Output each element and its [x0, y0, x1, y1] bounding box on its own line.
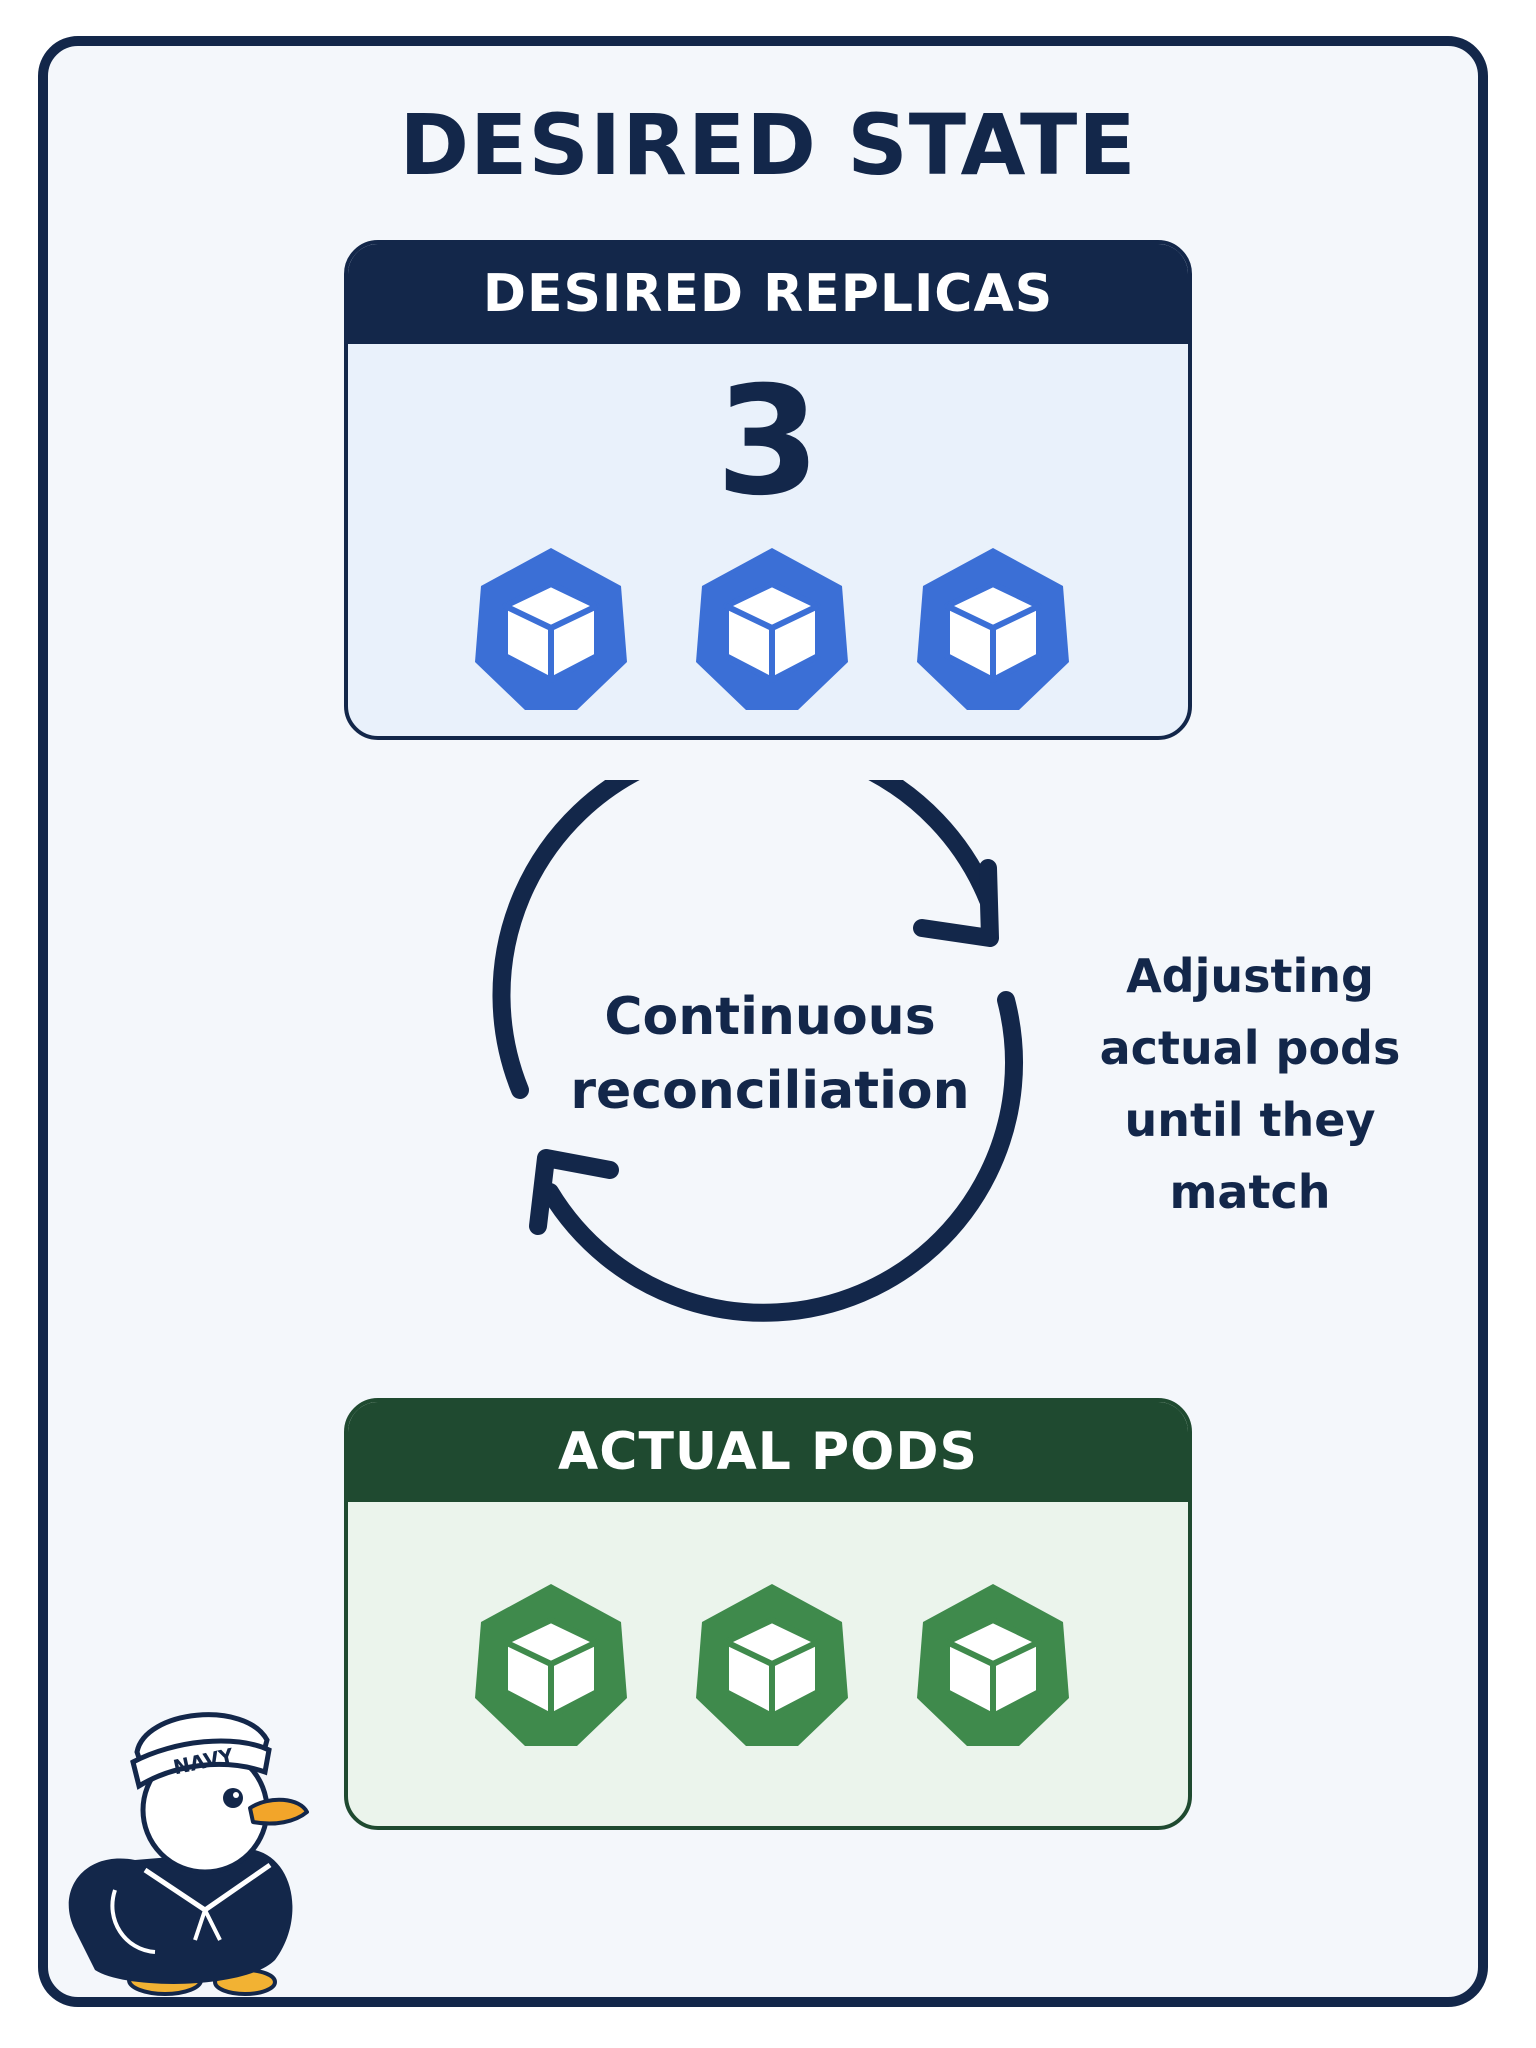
duck-eye: [223, 1788, 243, 1808]
cycle-arrowhead-bottom: [529, 1149, 619, 1235]
reconciliation-label-line1: Continuous: [604, 987, 936, 1047]
cube-edges: [503, 1639, 599, 1716]
desired-replicas-panel: DESIRED REPLICAS 3: [344, 240, 1192, 740]
actual-pod-row: [348, 1580, 1188, 1750]
adjusting-note-line2: actual pods: [1099, 1021, 1401, 1075]
actual-pod-2: [692, 1580, 852, 1750]
reconciliation-label: Continuous reconciliation: [540, 980, 1000, 1128]
cycle-arrows-icon: [492, 780, 1024, 1322]
cycle-arrowhead-top: [913, 859, 999, 947]
adjusting-note: Adjusting actual pods until they match: [1090, 940, 1410, 1228]
sailor-duck-icon: NAVY: [68, 1712, 309, 1996]
cube-icon: [917, 548, 1069, 710]
cycle-arrow-top: [492, 780, 997, 1099]
duck-beak: [248, 1797, 309, 1826]
cube-icon: [475, 548, 627, 710]
desired-pod-row: [348, 544, 1188, 714]
cube-edges: [945, 603, 1041, 680]
duck-eye-shine: [233, 1792, 239, 1798]
desired-replicas-header: DESIRED REPLICAS: [348, 244, 1188, 344]
desired-replica-count: 3: [715, 355, 821, 529]
duck-body: [68, 1850, 293, 1984]
cube-edges: [945, 1639, 1041, 1716]
desired-pod-3: [913, 544, 1073, 714]
cube-icon: [696, 1584, 848, 1746]
duck-wing: [110, 1889, 156, 1954]
cube-icon: [696, 548, 848, 710]
actual-pod-3: [913, 1580, 1073, 1750]
duck-neckerchief: [193, 1909, 222, 1941]
duck-hat-band: [130, 1738, 272, 1790]
reconciliation-label-line2: reconciliation: [570, 1061, 970, 1121]
desired-pod-2: [692, 544, 852, 714]
cube-edges: [724, 603, 820, 680]
adjusting-note-line3: until they: [1124, 1093, 1376, 1147]
actual-pods-header: ACTUAL PODS: [348, 1402, 1188, 1502]
cube-icon: [475, 1584, 627, 1746]
cube-icon: [917, 1584, 1069, 1746]
cycle-arrow-bottom: [541, 991, 1024, 1322]
page-title: DESIRED STATE: [399, 96, 1137, 194]
actual-pod-1: [471, 1580, 631, 1750]
desired-pod-1: [471, 544, 631, 714]
cube-edges: [503, 603, 599, 680]
cube-edges: [724, 1639, 820, 1716]
adjusting-note-line1: Adjusting: [1126, 949, 1374, 1003]
actual-pods-panel: ACTUAL PODS: [344, 1398, 1192, 1830]
adjusting-note-line4: match: [1169, 1165, 1331, 1219]
